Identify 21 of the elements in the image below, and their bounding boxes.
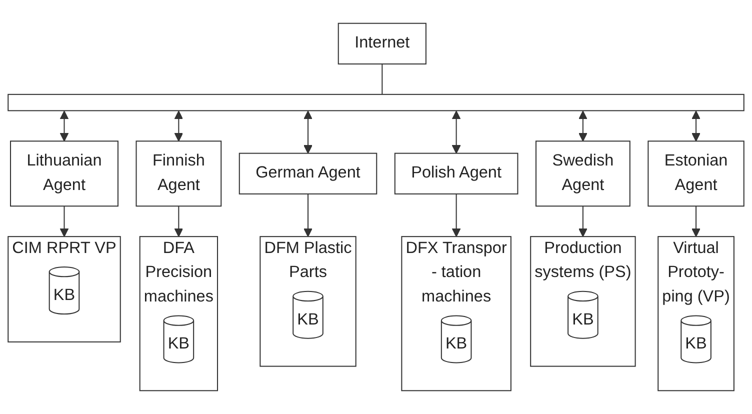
arrow [452,194,461,237]
arrow [174,206,184,237]
arrow [60,110,69,142]
arrow [692,110,700,142]
node-box: Swedish Agent [535,140,630,207]
arrow [578,206,588,237]
arrow [304,194,312,237]
connector [382,64,383,94]
node-bar [8,94,744,112]
arrow [304,110,312,154]
node-box: Finnish Agent [136,140,222,207]
arrow [578,110,588,142]
node-box: Internet [338,22,426,64]
arrow [692,206,700,237]
arrow [452,110,461,154]
node-box: Lithuanian Agent [10,140,118,207]
node-box: Polish Agent [394,152,518,194]
arrow [174,110,184,142]
node-box: German Agent [238,152,378,194]
arrow [60,206,69,237]
node-box: Estonian Agent [648,140,744,207]
